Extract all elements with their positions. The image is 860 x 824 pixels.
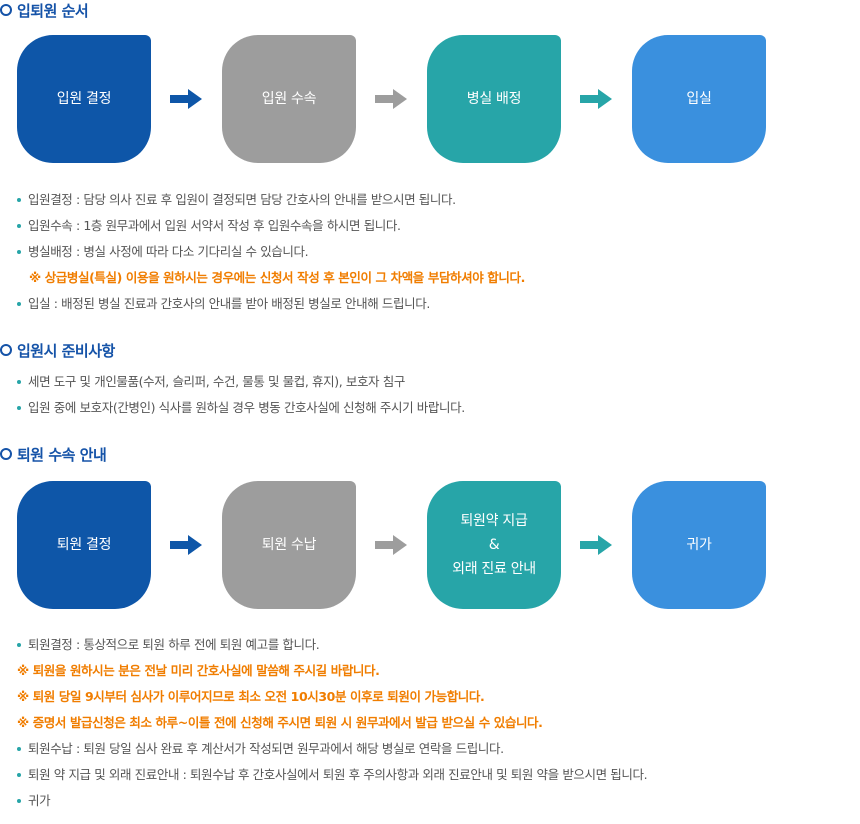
step-room-assignment: 병실 배정 xyxy=(427,35,561,163)
step-medication-and-outpatient: 퇴원약 지급 & 외래 진료 안내 xyxy=(427,481,561,609)
admission-info-list: 입원결정 : 담당 의사 진료 후 입원이 결정되면 담당 간호사의 안내를 받… xyxy=(17,187,525,317)
list-item: 퇴원 약 지급 및 외래 진료안내 : 퇴원수납 후 간호사실에서 퇴원 후 주… xyxy=(17,762,648,788)
list-item: 퇴원결정 : 통상적으로 퇴원 하루 전에 퇴원 예고를 합니다. xyxy=(17,632,647,658)
step-label-ampersand: & xyxy=(488,537,500,553)
dot-icon xyxy=(17,302,21,306)
step-label: 입실 xyxy=(686,91,712,107)
dot-icon xyxy=(17,747,21,751)
heading-text: 입원시 준비사항 xyxy=(17,341,115,360)
list-item: 입실 : 배정된 병실 진료과 간호사의 안내를 받아 배정된 병실로 안내해 … xyxy=(17,291,525,317)
step-label: 입원 수속 xyxy=(261,91,317,107)
arrow-right-icon xyxy=(170,535,202,555)
list-item: 퇴원수납 : 퇴원 당일 심사 완료 후 계산서가 작성되면 원무과에서 해당 … xyxy=(17,736,647,762)
step-admission-decision: 입원 결정 xyxy=(17,35,151,163)
ring-icon xyxy=(0,4,12,16)
heading-text: 입퇴원 순서 xyxy=(17,1,89,20)
notice-item: ※ 상급병실(특실) 이용을 원하시는 경우에는 신청서 작성 후 본인이 그 … xyxy=(29,270,525,285)
arrow-right-icon xyxy=(580,89,612,109)
arrow-right-icon xyxy=(170,89,202,109)
dot-icon xyxy=(17,799,21,803)
section-heading-admission-order: 입퇴원 순서 xyxy=(0,0,89,20)
section-heading-discharge: 퇴원 수속 안내 xyxy=(0,444,107,464)
dot-icon xyxy=(17,643,21,647)
step-admission-procedure: 입원 수속 xyxy=(222,35,356,163)
dot-icon xyxy=(17,224,21,228)
discharge-flow: 퇴원 결정 퇴원 수납 퇴원약 지급 & 외래 진료 안내 귀가 xyxy=(0,481,860,609)
list-item: 입원수속 : 1층 원무과에서 입원 서약서 작성 후 입원수속을 하시면 됩니… xyxy=(17,213,525,239)
step-label: 병실 배정 xyxy=(466,91,522,107)
dot-icon xyxy=(17,250,21,254)
list-item: 입원결정 : 담당 의사 진료 후 입원이 결정되면 담당 간호사의 안내를 받… xyxy=(17,187,525,213)
arrow-right-icon xyxy=(580,535,612,555)
step-room-entry: 입실 xyxy=(632,35,766,163)
dot-icon xyxy=(17,773,21,777)
step-label: 입원 결정 xyxy=(56,91,112,107)
ring-icon xyxy=(0,448,12,460)
heading-text: 퇴원 수속 안내 xyxy=(17,445,107,464)
notice-item: ※ 퇴원을 원하시는 분은 전날 미리 간호사실에 말씀해 주시길 바랍니다. xyxy=(17,663,380,678)
dot-icon xyxy=(17,406,21,410)
arrow-right-icon xyxy=(375,535,407,555)
ring-icon xyxy=(0,344,12,356)
step-discharge-payment: 퇴원 수납 xyxy=(222,481,356,609)
dot-icon xyxy=(17,198,21,202)
notice-item: ※ 퇴원 당일 9시부터 심사가 이루어지므로 최소 오전 10시30분 이후로… xyxy=(17,689,485,704)
arrow-right-icon xyxy=(375,89,407,109)
section-heading-preparation: 입원시 준비사항 xyxy=(0,340,115,360)
step-return-home: 귀가 xyxy=(632,481,766,609)
list-item: 세면 도구 및 개인물품(수저, 슬리퍼, 수건, 물통 및 물컵, 휴지), … xyxy=(17,369,465,395)
list-item: 병실배정 : 병실 사정에 따라 다소 기다리실 수 있습니다. xyxy=(17,239,525,265)
dot-icon xyxy=(17,380,21,384)
step-label: 퇴원 결정 xyxy=(56,537,112,553)
step-discharge-decision: 퇴원 결정 xyxy=(17,481,151,609)
list-item: 입원 중에 보호자(간병인) 식사를 원하실 경우 병동 간호사실에 신청해 주… xyxy=(17,395,465,421)
list-item: 귀가 xyxy=(17,788,647,814)
admission-flow: 입원 결정 입원 수속 병실 배정 입실 xyxy=(0,35,860,163)
step-label: 귀가 xyxy=(686,537,712,553)
step-label: 외래 진료 안내 xyxy=(452,561,536,577)
step-label: 퇴원약 지급 xyxy=(460,513,528,529)
discharge-info-list: 퇴원결정 : 통상적으로 퇴원 하루 전에 퇴원 예고를 합니다. ※ 퇴원을 … xyxy=(17,632,648,814)
preparation-list: 세면 도구 및 개인물품(수저, 슬리퍼, 수건, 물통 및 물컵, 휴지), … xyxy=(17,369,465,421)
step-label: 퇴원 수납 xyxy=(261,537,317,553)
notice-item: ※ 증명서 발급신청은 최소 하루~이틀 전에 신청해 주시면 퇴원 시 원무과… xyxy=(17,715,543,730)
